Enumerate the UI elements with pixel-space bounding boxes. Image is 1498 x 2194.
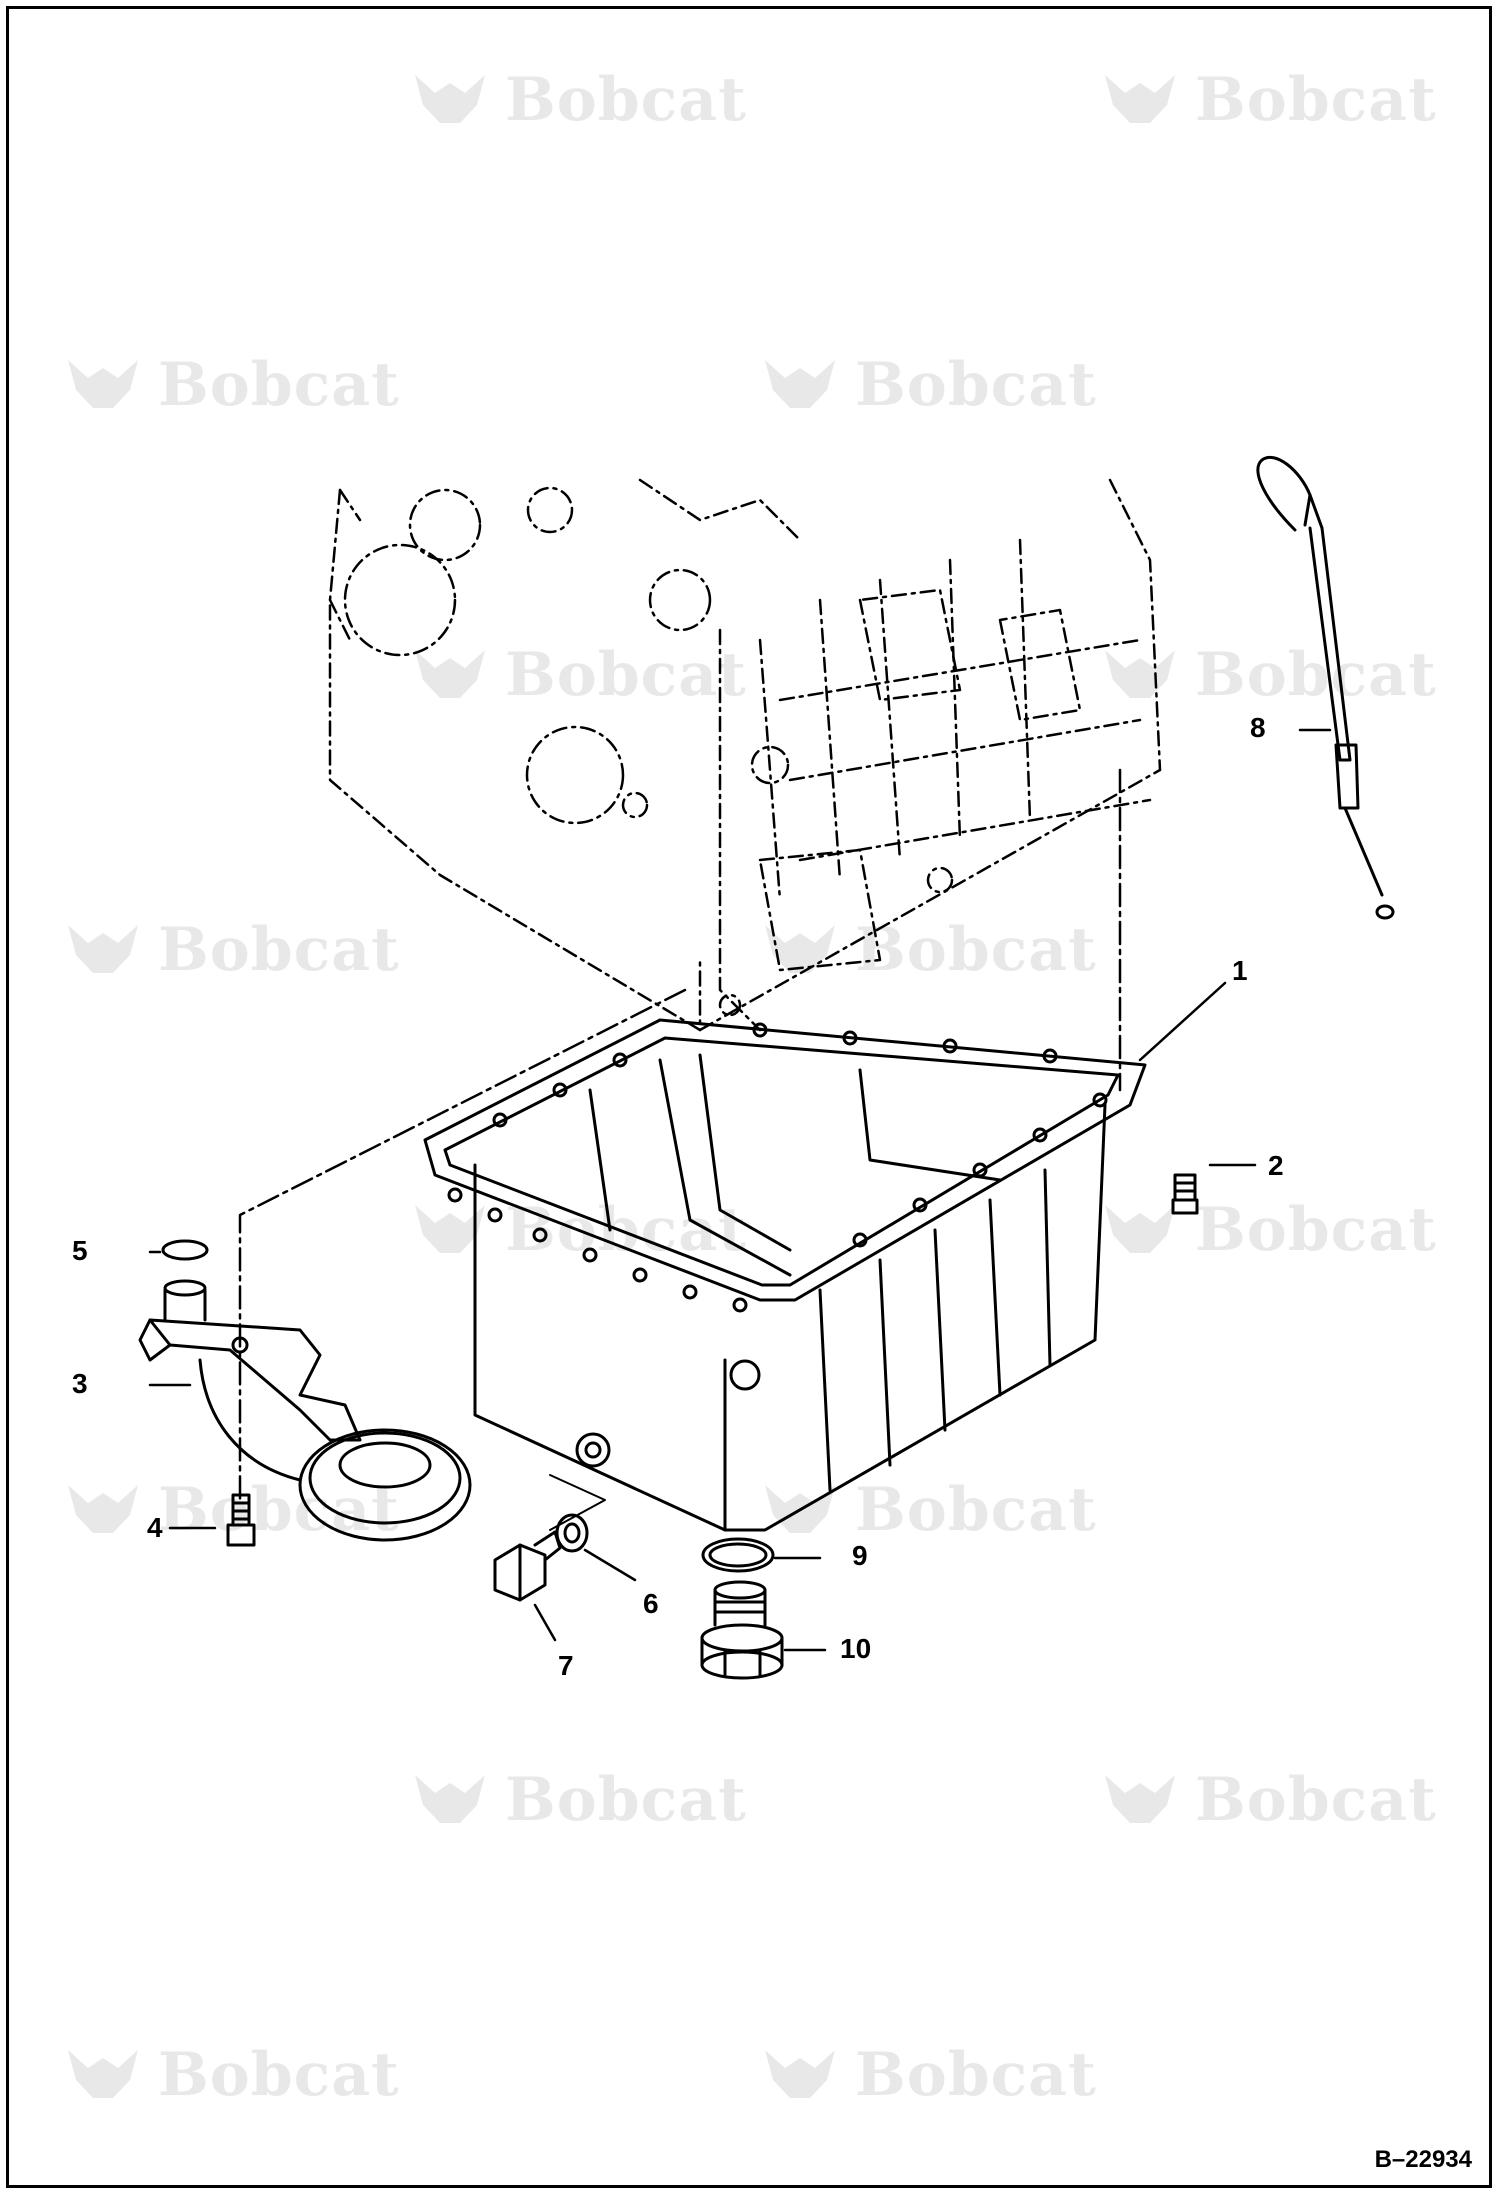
bobcat-logo-icon <box>68 1485 138 1533</box>
engine-block-phantom <box>328 478 1162 1032</box>
watermark: Bobcat <box>58 2040 400 2110</box>
watermark-text: Bobcat <box>505 1765 747 1835</box>
watermark: Bobcat <box>1095 1765 1437 1835</box>
seal-ring <box>701 1537 775 1573</box>
watermark-text: Bobcat <box>855 1475 1097 1545</box>
watermark-text: Bobcat <box>855 2040 1097 2110</box>
drain-plug <box>493 1530 562 1602</box>
document-number: B–22934 <box>1374 2146 1472 2173</box>
watermark-text: Bobcat <box>1195 640 1437 710</box>
watermark: Bobcat <box>755 350 1097 420</box>
callout-5: 5 <box>72 1235 88 1266</box>
watermark: Bobcat <box>755 915 1097 985</box>
watermark-text: Bobcat <box>158 915 400 985</box>
bobcat-logo-icon <box>1105 1205 1175 1253</box>
watermark-text: Bobcat <box>505 65 747 135</box>
callout-9: 9 <box>852 1540 868 1571</box>
watermark-text: Bobcat <box>1195 1195 1437 1265</box>
watermark: Bobcat <box>58 350 400 420</box>
callout-7: 7 <box>558 1650 574 1681</box>
callout-6: 6 <box>643 1588 659 1619</box>
watermark: Bobcat <box>755 2040 1097 2110</box>
bobcat-logo-icon <box>415 1775 485 1823</box>
phantom-leaders <box>238 768 1122 1502</box>
bobcat-logo-icon <box>415 650 485 698</box>
callout-leaders <box>148 728 1332 1652</box>
oil-strainer <box>138 1279 472 1542</box>
bobcat-logo-icon <box>68 925 138 973</box>
fill-plug <box>700 1580 784 1680</box>
callout-4: 4 <box>147 1512 163 1543</box>
bobcat-logo-icon <box>765 2050 835 2098</box>
bobcat-logo-icon <box>1105 1775 1175 1823</box>
callout-3: 3 <box>72 1368 88 1399</box>
bobcat-logo-icon <box>1105 75 1175 123</box>
callout-2: 2 <box>1268 1150 1284 1181</box>
watermark: Bobcat <box>1095 65 1437 135</box>
diagram-frame <box>6 6 1492 2188</box>
pan-bolt <box>1171 1173 1199 1215</box>
watermark-text: Bobcat <box>1195 65 1437 135</box>
watermark: Bobcat <box>1095 1195 1437 1265</box>
bobcat-logo-icon <box>765 925 835 973</box>
callout-1: 1 <box>1232 955 1248 986</box>
callout-8: 8 <box>1250 712 1266 743</box>
bobcat-logo-icon <box>415 1205 485 1253</box>
drain-leader <box>549 1474 606 1531</box>
watermark-text: Bobcat <box>1195 1765 1437 1835</box>
watermark: Bobcat <box>405 640 747 710</box>
washer <box>555 1513 589 1553</box>
dipstick <box>1256 456 1395 920</box>
watermark: Bobcat <box>405 1765 747 1835</box>
callout-10: 10 <box>840 1633 872 1664</box>
watermark: Bobcat <box>58 915 400 985</box>
watermark-text: Bobcat <box>855 350 1097 420</box>
watermark-text: Bobcat <box>855 915 1097 985</box>
strainer-bolt <box>226 1493 256 1547</box>
watermark-text: Bobcat <box>158 2040 400 2110</box>
o-ring-small <box>161 1239 209 1261</box>
watermark-text: Bobcat <box>505 640 747 710</box>
bobcat-logo-icon <box>765 360 835 408</box>
watermark: Bobcat <box>755 1475 1097 1545</box>
bobcat-logo-icon <box>1105 650 1175 698</box>
watermark-text: Bobcat <box>158 350 400 420</box>
watermark: Bobcat <box>1095 640 1437 710</box>
watermark: Bobcat <box>405 65 747 135</box>
bobcat-logo-icon <box>68 360 138 408</box>
watermark: Bobcat <box>58 1475 400 1545</box>
bobcat-logo-icon <box>415 75 485 123</box>
watermark-text: Bobcat <box>158 1475 400 1545</box>
bobcat-logo-icon <box>68 2050 138 2098</box>
oil-pan <box>423 1018 1147 1532</box>
